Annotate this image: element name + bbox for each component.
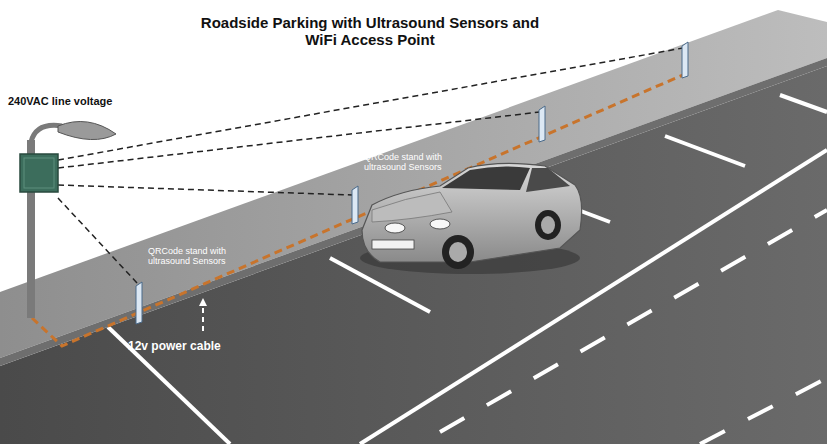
leader-arrow (199, 298, 207, 306)
stand-label: QRCode stand with ultrasound Sensors (148, 246, 238, 267)
wifi-box (20, 154, 58, 192)
lamp-post (20, 122, 116, 319)
sensor-stands (136, 42, 688, 324)
cable-label: 12v power cable (128, 340, 221, 354)
leader-line (202, 308, 204, 334)
curb (0, 58, 827, 366)
lane-dashes (700, 378, 827, 444)
stand-label: QRCode stand with ultrasound Sensors (364, 152, 454, 173)
car (360, 163, 582, 274)
voltage-label: 240VAC line voltage (8, 95, 112, 108)
parking-lines (108, 95, 827, 444)
sidewalk (0, 10, 827, 358)
wifi-links (58, 48, 683, 284)
diagram-title: Roadside Parking with Ultrasound Sensors… (190, 14, 550, 49)
access-point-label: WiFi Access Point (62, 170, 174, 185)
power-cable (32, 60, 685, 346)
